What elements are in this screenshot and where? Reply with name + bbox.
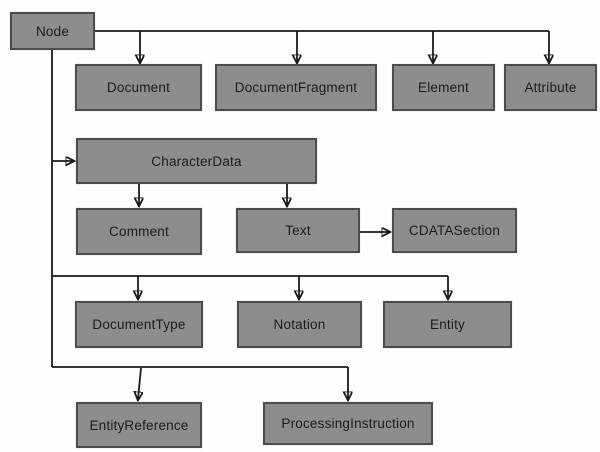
box-document-fragment: DocumentFragment: [215, 64, 377, 111]
edge-node-entityreference: [138, 367, 141, 399]
box-document-type: DocumentType: [75, 301, 203, 348]
box-processing-instruction: ProcessingInstruction: [263, 402, 433, 445]
box-element: Element: [392, 64, 495, 111]
box-document: Document: [75, 64, 202, 111]
box-text: Text: [236, 208, 360, 253]
box-entity: Entity: [383, 301, 512, 348]
box-node: Node: [10, 12, 95, 50]
box-character-data: CharacterData: [76, 138, 317, 184]
box-cdata-section: CDATASection: [392, 208, 517, 253]
box-entity-reference: EntityReference: [76, 402, 202, 448]
box-notation: Notation: [237, 301, 362, 348]
box-attribute: Attribute: [504, 64, 597, 111]
box-comment: Comment: [76, 208, 202, 255]
